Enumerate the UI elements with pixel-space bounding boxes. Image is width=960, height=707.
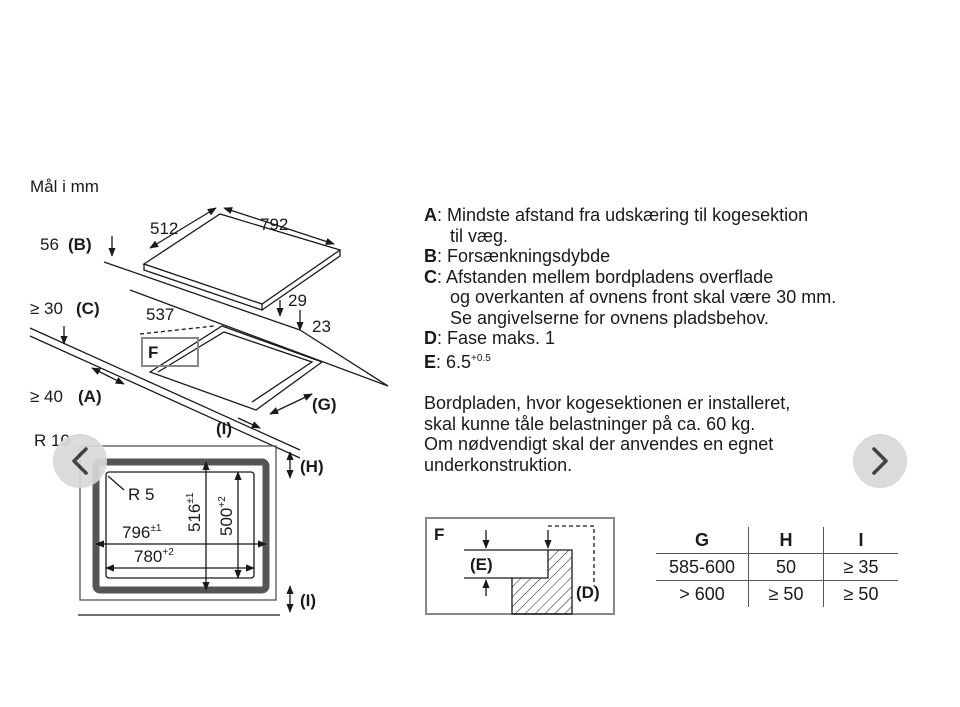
table-header-g: G: [694, 529, 709, 550]
dim-thickness-29: 29: [288, 291, 307, 310]
callout-a-key: (A): [78, 387, 102, 406]
table-cell: 585-600: [656, 553, 749, 581]
legend: A: Mindste afstand fra udskæring til kog…: [424, 205, 924, 372]
units-label: Mål i mm: [30, 177, 99, 196]
clearance-table: G H I 585-600 50 ≥ 35 > 600 ≥ 50 ≥ 50: [656, 527, 898, 607]
table-cell: ≥ 35: [823, 553, 898, 581]
callout-a-value: ≥ 40: [30, 387, 63, 406]
legend-c-cont-1: og overkanten af ovnens front skal være …: [450, 287, 837, 307]
chevron-right-icon: [872, 447, 888, 475]
next-image-button[interactable]: [853, 434, 907, 488]
table-header-i: I: [823, 527, 898, 554]
callout-b-key: (B): [68, 235, 92, 254]
detail-d-label: (D): [576, 583, 600, 602]
radius-inner: R 5: [128, 485, 154, 504]
cutout-plan: [78, 445, 294, 616]
table-header-row: G H I: [656, 527, 898, 554]
dim-thickness-23: 23: [312, 317, 331, 336]
table-cell: ≥ 50: [823, 580, 898, 607]
legend-a-cont-1: til væg.: [450, 225, 509, 246]
table-header-h: H: [748, 527, 824, 554]
dim-inner-width: 780+2: [134, 547, 174, 566]
table-cell: ≥ 50: [748, 580, 824, 607]
callout-g: (G): [312, 395, 337, 414]
legend-c-cont-2: Se angivelserne for ovnens pladsbehov.: [450, 307, 769, 328]
legend-c: C: Afstanden mellem bordpladens overflad…: [424, 266, 774, 287]
prev-image-button[interactable]: [53, 434, 107, 488]
callout-f: F: [148, 343, 158, 362]
load-note: Bordpladen, hvor kogesektionen er instal…: [424, 393, 904, 475]
legend-d: D: Fase maks. 1: [424, 328, 556, 348]
callout-c-key: (C): [76, 299, 100, 318]
table-cell: 50: [748, 553, 824, 581]
chevron-left-icon: [72, 447, 88, 475]
dim-inner-height: 500+2: [217, 496, 236, 536]
legend-b: B: Forsænkningsdybde: [424, 246, 611, 266]
table-row: > 600 ≥ 50 ≥ 50: [656, 580, 898, 607]
dim-cutout-height: 516±1: [185, 492, 204, 532]
callout-i-bottom: (I): [300, 591, 316, 610]
dim-cutout-width: 796±1: [122, 523, 162, 542]
dim-depth: 512: [150, 219, 178, 238]
callout-c-value: ≥ 30: [30, 299, 63, 318]
note-line-1: Bordpladen, hvor kogesektionen er instal…: [424, 393, 791, 413]
legend-a: A: Mindste afstand fra udskæring til kog…: [424, 205, 809, 225]
dim-cutout-depth: 537: [146, 305, 174, 324]
note-line-3: Om nødvendigt skal der anvendes en egnet: [424, 434, 774, 454]
detail-e-label: (E): [470, 555, 493, 574]
callout-i-top: (I): [216, 419, 232, 438]
legend-e: E: 6.5+0.5: [424, 351, 491, 372]
isometric-cooktop: [29, 207, 389, 459]
table-row: 585-600 50 ≥ 35: [656, 553, 898, 581]
callout-h: (H): [300, 457, 324, 476]
detail-f-label: F: [434, 525, 444, 544]
callout-b-value: 56: [40, 235, 59, 254]
table-cell: > 600: [656, 580, 749, 607]
dim-width: 792: [260, 215, 288, 234]
note-line-4: underkonstruktion.: [424, 454, 573, 475]
note-line-2: skal kunne tåle belastninger på ca. 60 k…: [424, 413, 756, 434]
detail-f: [425, 517, 615, 615]
